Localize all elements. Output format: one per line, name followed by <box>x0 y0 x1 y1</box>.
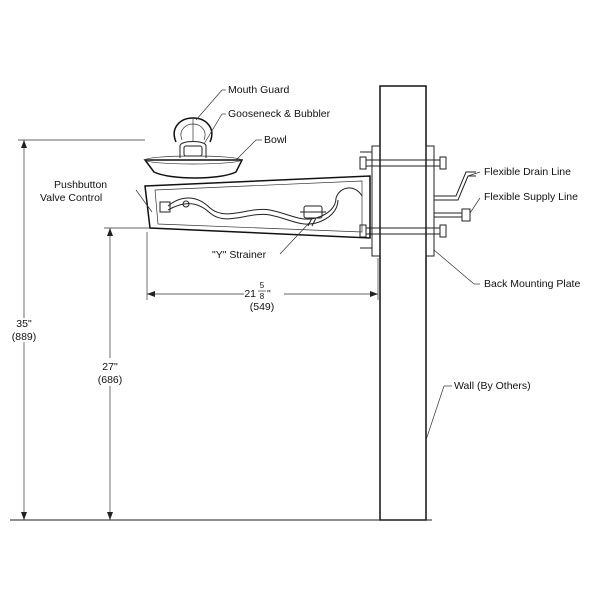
callout-supply-line: Flexible Supply Line <box>469 191 578 214</box>
total-height-inches: 35" <box>16 318 32 330</box>
back-mounting-plate <box>359 145 447 257</box>
pushbutton-label-line2: Valve Control <box>40 192 102 204</box>
callout-bowl: Bowl <box>235 134 287 161</box>
wall <box>379 85 427 521</box>
gooseneck-bubbler <box>179 141 207 158</box>
supply-line-label: Flexible Supply Line <box>484 191 578 203</box>
callout-y-strainer: "Y" Strainer <box>212 221 311 261</box>
pushbutton-label-line1: Pushbutton <box>54 179 107 191</box>
bowl-label: Bowl <box>264 134 287 146</box>
total-height-mm: (889) <box>12 331 37 343</box>
gooseneck-label: Gooseneck & Bubbler <box>228 108 331 120</box>
depth-mm: (549) <box>250 301 275 313</box>
wall-label: Wall (By Others) <box>454 380 531 392</box>
rim-height-mm: (686) <box>98 374 123 386</box>
fountain-housing <box>144 175 371 239</box>
y-strainer <box>300 205 326 227</box>
y-strainer-label: "Y" Strainer <box>212 249 267 261</box>
dimension-depth: 21 5 8 " (549) <box>146 232 379 313</box>
callout-drain-line: Flexible Drain Line <box>467 166 571 178</box>
drain-line-label: Flexible Drain Line <box>484 166 571 178</box>
depth-numerator: 5 <box>260 281 265 290</box>
back-plate-label: Back Mounting Plate <box>484 278 580 290</box>
rim-height-inches: 27" <box>102 361 118 373</box>
dimension-rim-height: 27" (686) <box>98 227 150 520</box>
depth-whole: 21 <box>244 288 256 300</box>
bowl <box>143 155 244 179</box>
callout-wall: Wall (By Others) <box>425 380 531 441</box>
dimension-total-height: 35" (889) <box>12 139 145 520</box>
internal-piping <box>159 187 363 225</box>
callout-back-plate: Back Mounting Plate <box>433 249 580 290</box>
flexible-drain-line <box>434 171 476 201</box>
depth-inch-mark: " <box>267 288 271 300</box>
callout-gooseneck: Gooseneck & Bubbler <box>203 108 331 145</box>
callout-pushbutton: Pushbutton Valve Control <box>40 179 153 213</box>
depth-denominator: 8 <box>260 292 265 301</box>
callout-mouth-guard: Mouth Guard <box>195 84 289 121</box>
mouth-guard <box>173 117 213 143</box>
flexible-supply-line <box>434 208 471 222</box>
mouth-guard-label: Mouth Guard <box>228 84 289 96</box>
